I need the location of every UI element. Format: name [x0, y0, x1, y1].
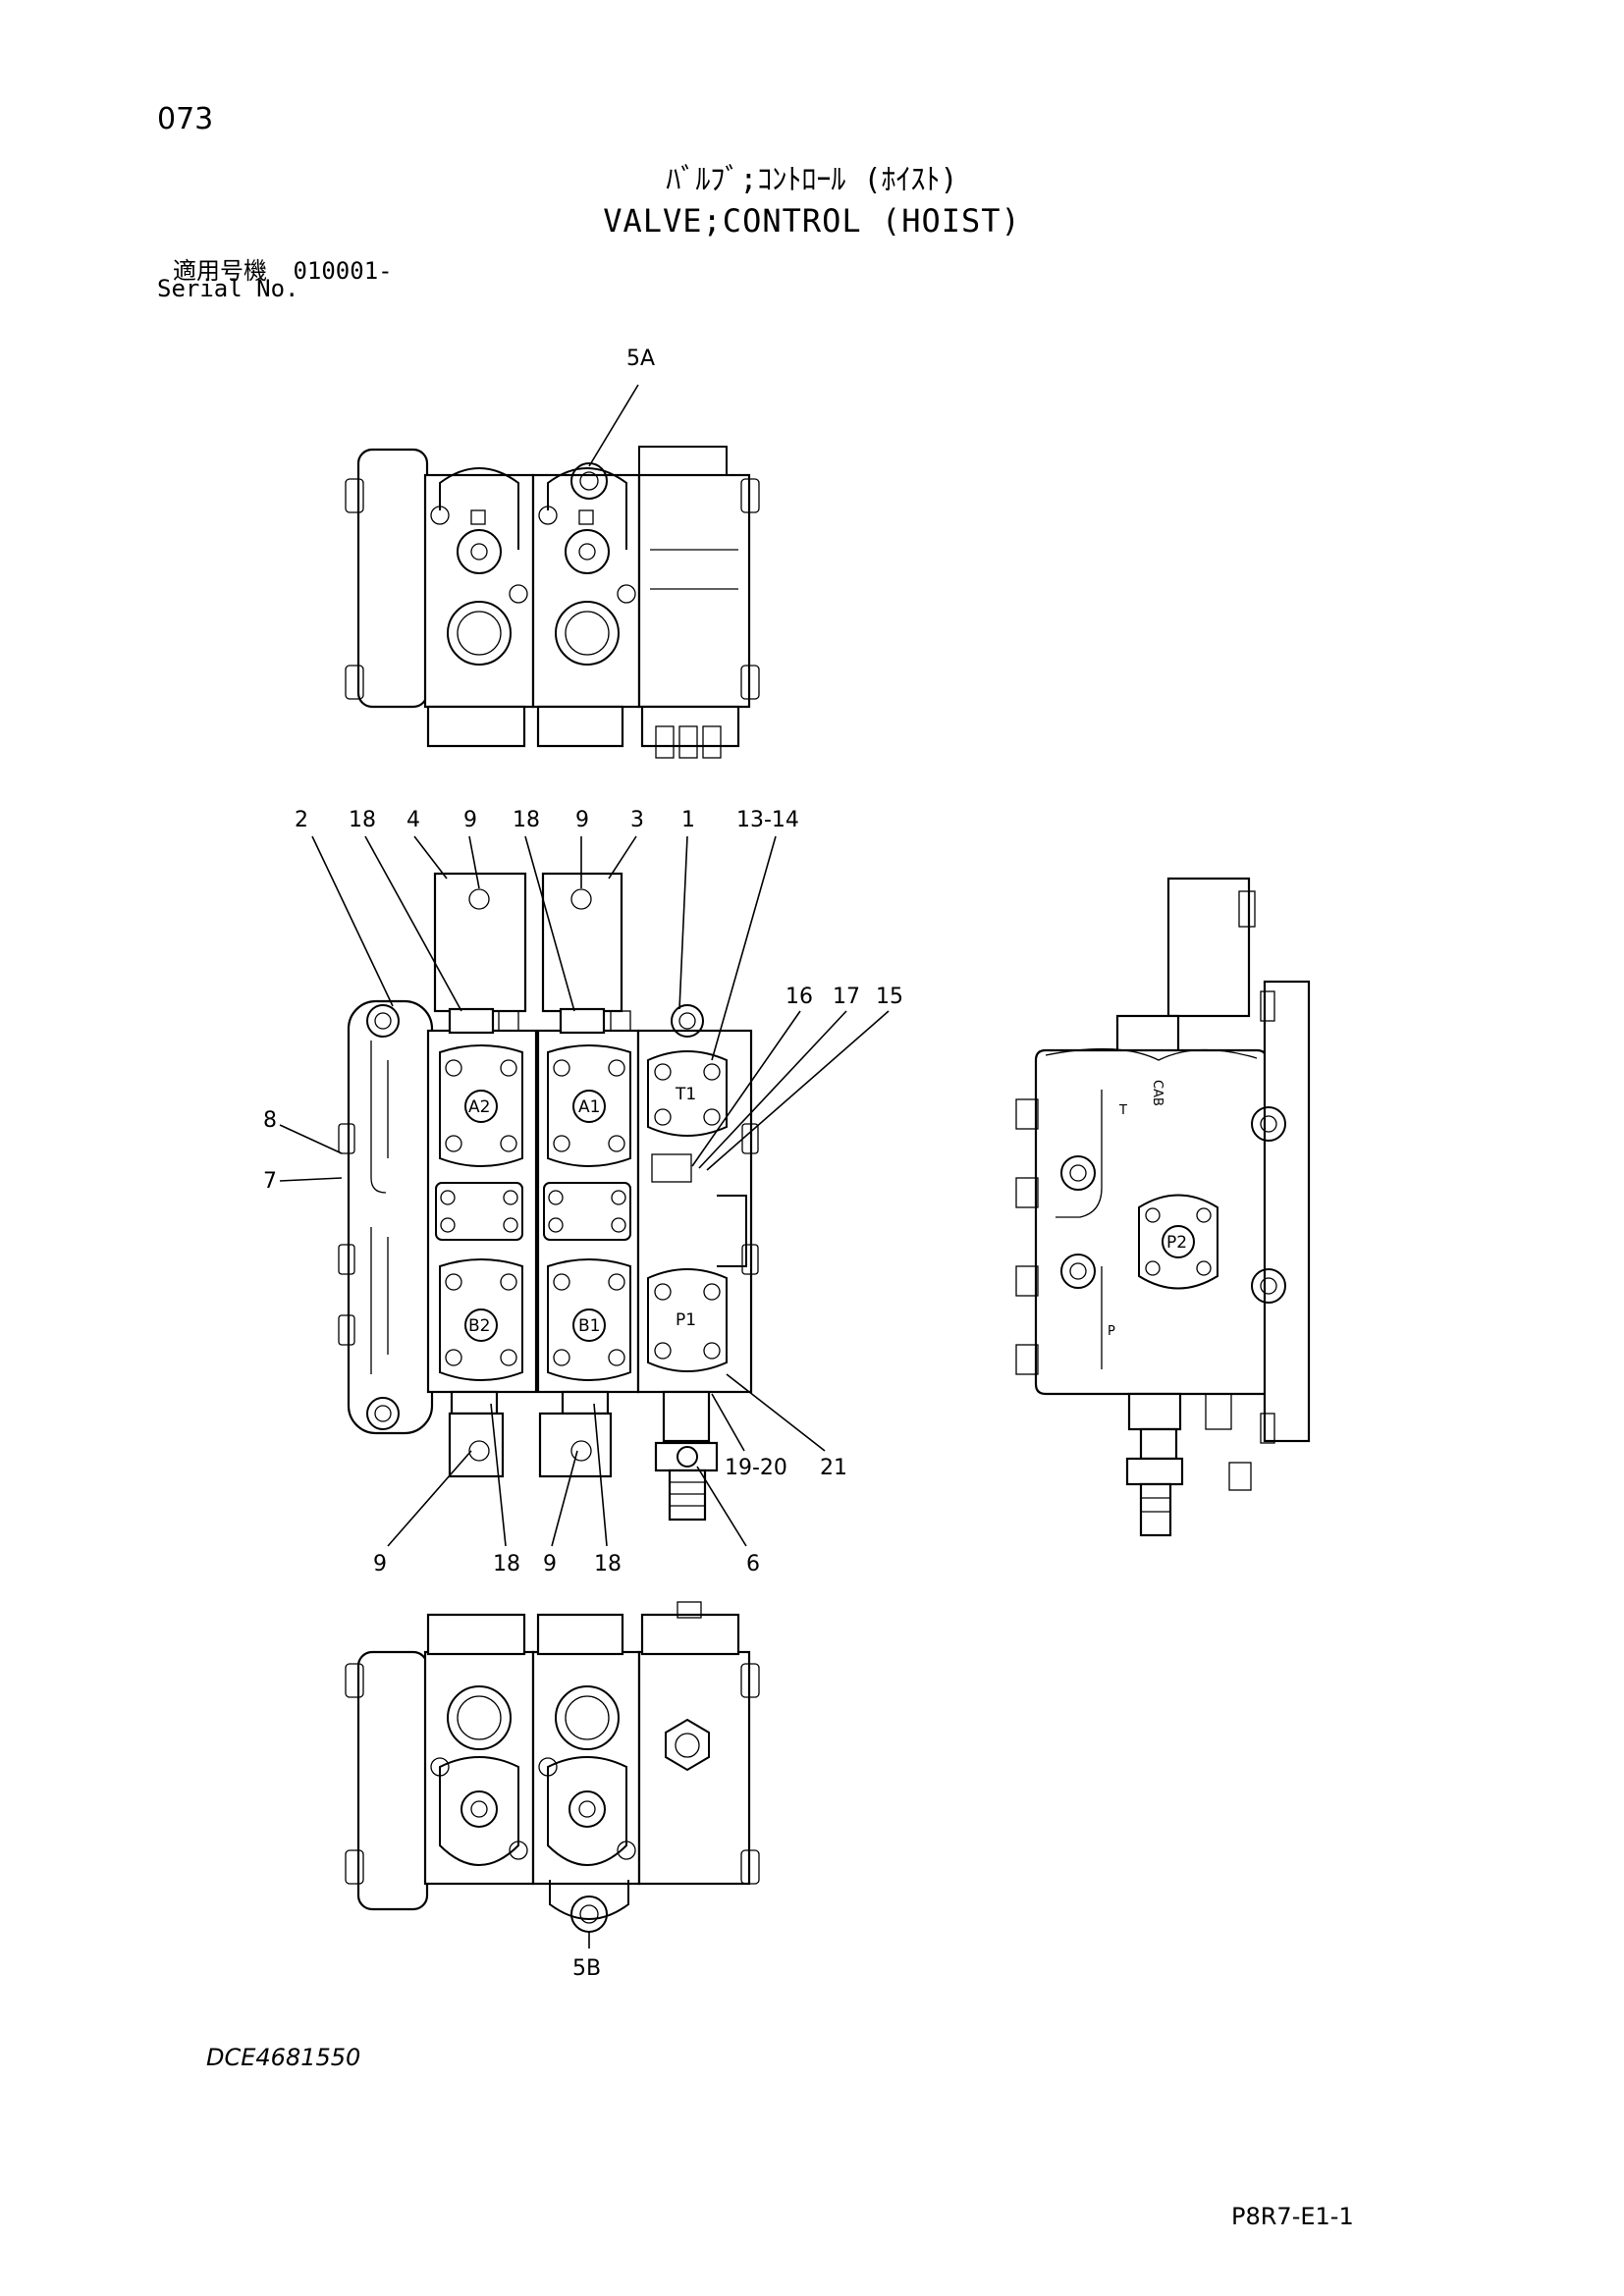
callout-5b: 5B — [572, 1956, 601, 1981]
top-view — [345, 446, 760, 759]
title-english: VALVE;CONTROL (HOIST) — [603, 202, 1021, 240]
front-view — [338, 872, 759, 1522]
callout-5a: 5A — [626, 347, 655, 371]
callout-2: 2 — [295, 808, 308, 832]
callout-16: 16 — [785, 985, 813, 1009]
callout-4: 4 — [406, 808, 420, 832]
serial-number-japanese: 適用号機 010001- — [173, 251, 393, 286]
callout-9: 9 — [463, 808, 477, 832]
serial-label-jp: 適用号機 — [173, 257, 267, 285]
callout-13-14: 13-14 — [736, 808, 799, 832]
callout-18: 18 — [594, 1552, 622, 1576]
callout-9: 9 — [543, 1552, 557, 1576]
port-b2-label: B2 — [468, 1316, 490, 1336]
callouts: 5A 2 18 4 9 18 9 3 1 13-14 16 17 15 8 7 … — [263, 347, 903, 1981]
port-a2-label: A2 — [468, 1097, 490, 1117]
port-labels: A2 A1 T1 B2 B1 P1 P2 T P CAB — [468, 1080, 1187, 1339]
port-t1-label: T1 — [675, 1085, 696, 1104]
callout-7: 7 — [263, 1169, 277, 1194]
serial-label-en: Serial No. — [157, 275, 299, 302]
callout-8: 8 — [263, 1108, 277, 1133]
port-b1-label: B1 — [578, 1316, 600, 1336]
callout-18: 18 — [493, 1552, 520, 1576]
side-mark-p: P — [1108, 1324, 1115, 1339]
callout-19-20: 19-20 — [725, 1456, 787, 1480]
side-mark-cab: CAB — [1150, 1080, 1164, 1106]
callout-9: 9 — [373, 1552, 387, 1576]
leader-lines — [279, 384, 890, 1949]
callout-17: 17 — [833, 985, 860, 1009]
callout-1: 1 — [681, 808, 695, 832]
callout-9: 9 — [575, 808, 589, 832]
callout-3: 3 — [630, 808, 644, 832]
side-view — [1015, 877, 1311, 1537]
serial-value: 010001- — [293, 257, 393, 285]
port-p1-label: P1 — [676, 1310, 696, 1330]
port-p2-label: P2 — [1166, 1233, 1187, 1253]
port-a1-label: A1 — [578, 1097, 600, 1117]
side-mark-t: T — [1118, 1103, 1127, 1118]
callout-18: 18 — [349, 808, 376, 832]
title-japanese: ﾊﾞﾙﾌﾞ;ｺﾝﾄﾛｰﾙ (ﾎｲｽﾄ) — [666, 163, 958, 197]
callout-15: 15 — [876, 985, 903, 1009]
callout-6: 6 — [746, 1552, 760, 1576]
callout-21: 21 — [820, 1456, 847, 1480]
callout-18: 18 — [513, 808, 540, 832]
page-number: 073 — [157, 102, 214, 136]
sheet-code: P8R7-E1-1 — [1231, 2203, 1354, 2230]
bottom-view — [345, 1601, 760, 1933]
drawing-code: DCE4681550 — [206, 2044, 361, 2071]
